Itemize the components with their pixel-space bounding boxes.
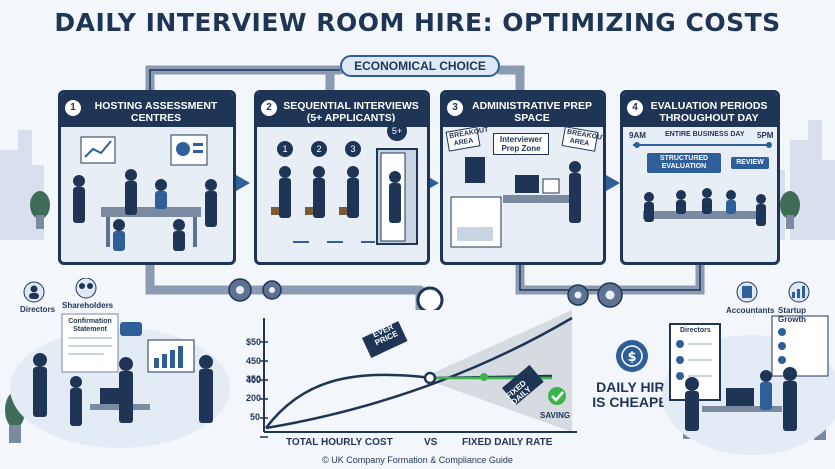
saving-check-icon (548, 387, 566, 405)
saving-label: SAVING (540, 411, 571, 420)
footer-credit: © UK Company Formation & Compliance Guid… (322, 455, 513, 465)
step-5plus-badge: 5+ (387, 121, 407, 141)
fixed-daily-tag (502, 364, 544, 405)
y-tick-label: 450 (246, 356, 262, 366)
page-title: DAILY INTERVIEW ROOM HIRE: OPTIMIZING CO… (54, 8, 781, 37)
panel-header: 1 HOSTING ASSESSMENT CENTRES (61, 93, 233, 127)
right-stakeholder-scene (662, 281, 835, 455)
x-label-vs: VS (424, 437, 438, 448)
series-daily-rate-line (265, 316, 573, 430)
confirmation-statement-doc: Confirmation Statement (68, 318, 112, 333)
y-tick-label: $50 (246, 337, 262, 347)
queue-scene (271, 148, 418, 245)
time-start: 9AM (629, 131, 646, 140)
panel-title: SEQUENTIAL INTERVIEWS (5+ APPLICANTS) (283, 100, 419, 124)
panel-number: 1 (65, 100, 81, 116)
time-span: ENTIRE BUSINESS DAY (665, 131, 745, 138)
x-label-daily: FIXED DAILY RATE (462, 437, 553, 448)
green-point (480, 373, 488, 381)
crossover-point (423, 371, 437, 385)
y-tick-label: 350 (246, 374, 262, 384)
step-3-badge: 3 (345, 141, 361, 157)
panel-number: 4 (627, 100, 643, 116)
svg-text:$: $ (627, 350, 636, 365)
y-tick-label: 50 (250, 412, 261, 422)
saving-area (422, 310, 572, 432)
assessment-scene (73, 134, 217, 251)
panel-number: 2 (261, 100, 277, 116)
panel-sequential-interviews: 2 SEQUENTIAL INTERVIEWS (5+ APPLICANTS) … (254, 90, 430, 265)
panel-title: HOSTING ASSESSMENT CENTRES (94, 100, 218, 124)
daily-hire-cheaper-text: DAILY HIRE IS CHEAPER (592, 379, 678, 410)
left-stakeholder-scene (10, 278, 230, 448)
y-tick-label: 200 (246, 393, 262, 403)
y-tick-label: 400 (246, 375, 262, 385)
prep-zone-sign: Interviewer Prep Zone (493, 133, 549, 155)
dollar-coin-icon: $ (616, 340, 648, 372)
ever-price-tag (362, 321, 408, 358)
x-label-hourly: TOTAL HOURLY COST (286, 437, 393, 448)
panel-evaluation-periods: 4 EVALUATION PERIODS THROUGHOUT DAY 9AM … (620, 90, 780, 265)
panel-assessment-centres: 1 HOSTING ASSESSMENT CENTRES (58, 90, 236, 265)
panel-title: EVALUATION PERIODS THROUGHOUT DAY (650, 100, 768, 124)
review-bar: REVIEW (731, 157, 769, 169)
evaluation-scene (633, 142, 772, 226)
directors-doc-label: Directors (680, 327, 711, 334)
time-end: 5PM (757, 131, 774, 140)
economical-choice-banner: ECONOMICAL CHOICE (340, 55, 500, 77)
panel-header: 3 ADMINISTRATIVE PREP SPACE (443, 93, 603, 127)
series-hourly-cost-line (265, 373, 553, 429)
accountants-label: Accountants (726, 306, 775, 315)
step-2-badge: 2 (311, 141, 327, 157)
structured-evaluation-bar: STRUCTURED EVALUATION (647, 153, 721, 173)
shareholders-label: Shareholders (62, 301, 114, 310)
panel-header: 4 EVALUATION PERIODS THROUGHOUT DAY (623, 93, 777, 127)
panel-title: ADMINISTRATIVE PREP SPACE (472, 100, 592, 124)
prep-scene (450, 157, 581, 248)
panel-admin-prep-space: 3 ADMINISTRATIVE PREP SPACE BREAKOUT ARE… (440, 90, 606, 265)
startup-growth-label: Startup Growth (778, 306, 806, 324)
cost-comparison-chart (232, 310, 612, 458)
step-1-badge: 1 (277, 141, 293, 157)
directors-label: Directors (20, 305, 56, 314)
panel-number: 3 (447, 100, 463, 116)
